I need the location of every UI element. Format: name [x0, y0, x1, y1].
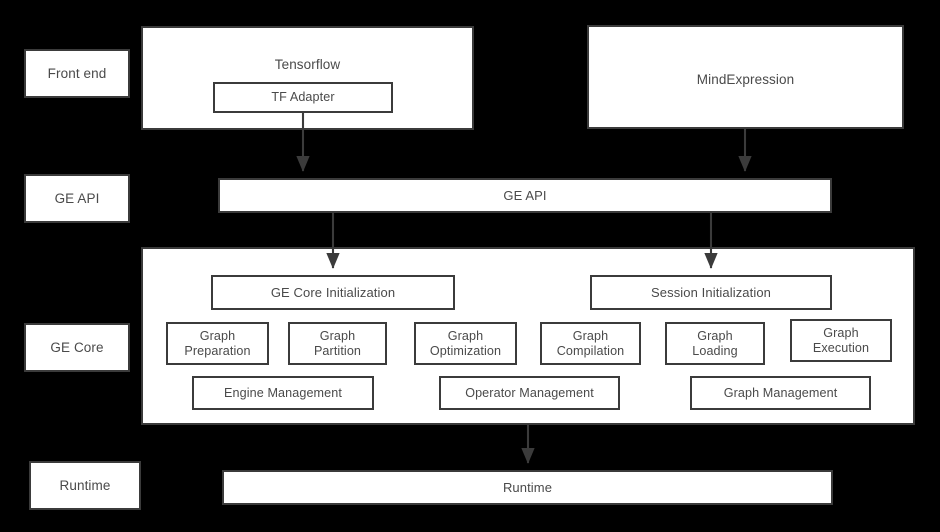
mindexpression-label: MindExpression — [696, 72, 795, 87]
graph-optimization-label: Graph Optimization — [429, 328, 502, 358]
graph-preparation-box: Graph Preparation — [166, 322, 269, 365]
mindexpression-box: MindExpression — [587, 25, 904, 129]
graph-partition-label: Graph Partition — [313, 328, 362, 358]
tf-adapter-box: TF Adapter — [213, 82, 393, 113]
engine-management-box: Engine Management — [192, 376, 374, 410]
graph-execution-box: Graph Execution — [790, 319, 892, 362]
runtime-bar: Runtime — [222, 470, 833, 505]
graph-execution-label: Graph Execution — [812, 325, 870, 355]
operator-management-box: Operator Management — [439, 376, 620, 410]
layer-label-runtime: Runtime — [29, 461, 141, 510]
graph-management-box: Graph Management — [690, 376, 871, 410]
session-initialization-box: Session Initialization — [590, 275, 832, 310]
graph-optimization-box: Graph Optimization — [414, 322, 517, 365]
ge-core-initialization-box: GE Core Initialization — [211, 275, 455, 310]
graph-loading-box: Graph Loading — [665, 322, 765, 365]
graph-preparation-label: Graph Preparation — [184, 328, 251, 358]
layer-label-ge-core: GE Core — [24, 323, 130, 372]
tensorflow-container: Tensorflow — [141, 26, 474, 130]
layer-label-ge-api: GE API — [24, 174, 130, 223]
graph-partition-box: Graph Partition — [288, 322, 387, 365]
ge-api-bar: GE API — [218, 178, 832, 213]
tensorflow-label: Tensorflow — [274, 57, 341, 72]
graph-compilation-box: Graph Compilation — [540, 322, 641, 365]
layer-label-front-end: Front end — [24, 49, 130, 98]
graph-loading-label: Graph Loading — [692, 328, 738, 358]
graph-compilation-label: Graph Compilation — [556, 328, 625, 358]
